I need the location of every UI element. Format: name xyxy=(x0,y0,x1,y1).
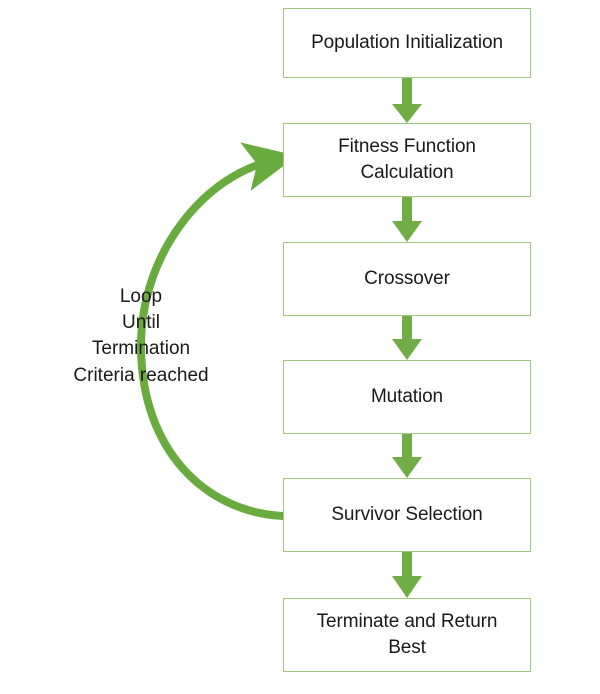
loop-caption-text: Loop Until Termination Criteria reached xyxy=(73,286,209,386)
node-label-survivor-selection: Survivor Selection xyxy=(331,504,483,526)
node-label-mutation: Mutation xyxy=(370,386,444,408)
node-survivor-selection[interactable]: Survivor Selection xyxy=(283,478,531,552)
arrow-crossover-to-mutation xyxy=(392,316,422,360)
node-crossover[interactable]: Crossover xyxy=(283,242,531,316)
node-mutation[interactable]: Mutation xyxy=(283,360,531,434)
arrow-mutation-to-survivor xyxy=(392,434,422,478)
arrow-survivor-to-terminate xyxy=(392,552,422,598)
node-terminate-and-return-best[interactable]: Terminate and Return Best xyxy=(283,598,531,672)
node-label-fitness-function-calculation: Fitness Function Calculation xyxy=(338,136,476,183)
node-label-population-initialization: Population Initialization xyxy=(311,32,503,54)
node-label-terminate-and-return-best: Terminate and Return Best xyxy=(316,611,498,658)
node-label-crossover: Crossover xyxy=(364,268,450,290)
arrow-fitness-to-crossover xyxy=(392,197,422,242)
node-population-initialization[interactable]: Population Initialization xyxy=(283,8,531,78)
arrow-population-to-fitness xyxy=(392,78,422,123)
node-fitness-function-calculation[interactable]: Fitness Function Calculation xyxy=(283,123,531,197)
